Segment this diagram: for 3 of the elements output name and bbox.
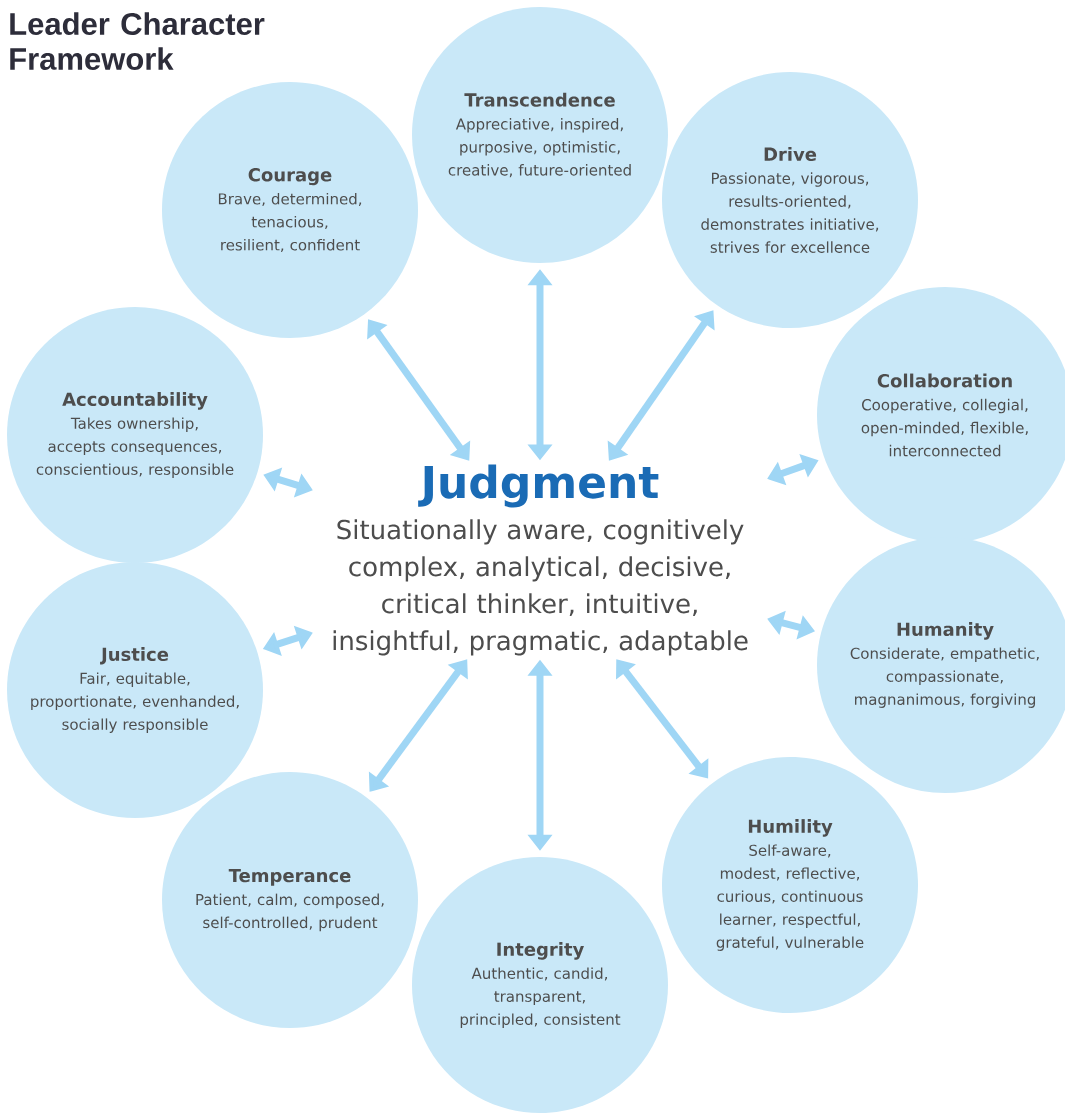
double-arrow — [367, 319, 471, 461]
central-text: Judgment Situationally aware, cognitively complex, analytical, decisive, critical thinker, intuitive, insightful, pragmatic, adaptable — [333, 464, 748, 656]
title: Leader Character Framework — [10, 12, 265, 70]
